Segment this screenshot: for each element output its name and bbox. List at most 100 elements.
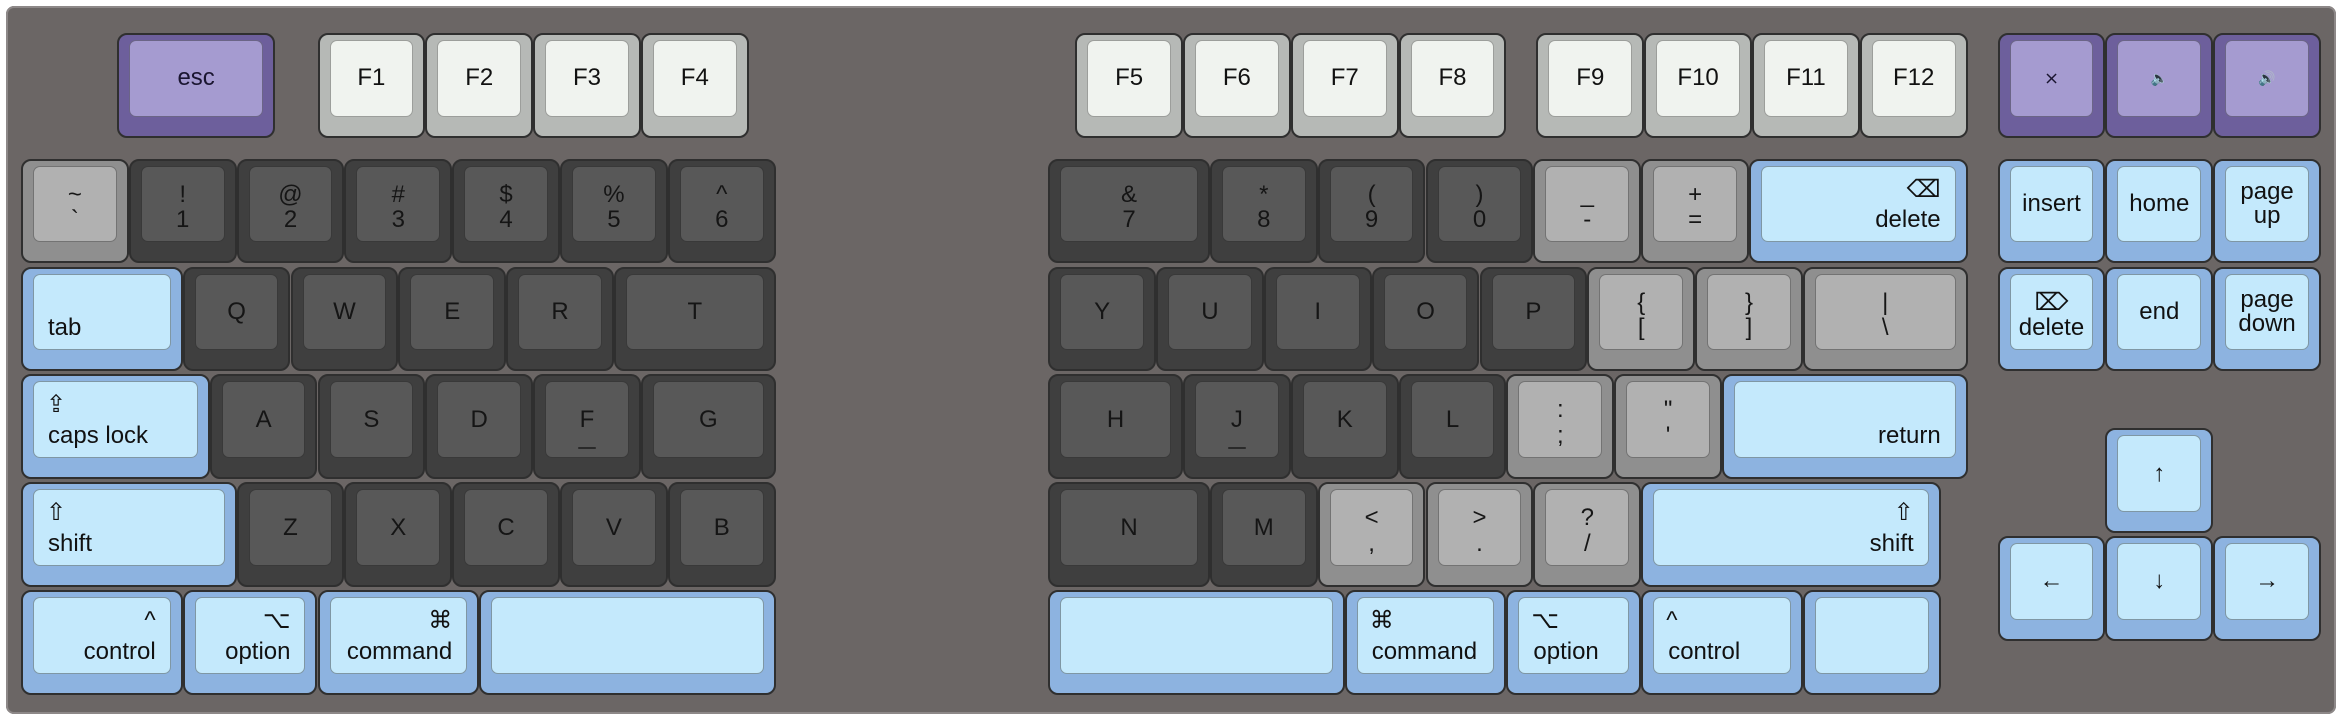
- key-backslash[interactable]: |\: [1802, 266, 1968, 372]
- key-label: return: [1877, 422, 1941, 450]
- key-f4[interactable]: F4: [640, 33, 749, 138]
- key-i[interactable]: I: [1263, 266, 1372, 372]
- key-left-command[interactable]: ⌘command: [317, 590, 480, 695]
- key-backspace[interactable]: ⌫delete: [1749, 158, 1968, 264]
- key-e[interactable]: E: [398, 266, 507, 372]
- key-z[interactable]: Z: [236, 482, 345, 587]
- key-1[interactable]: !1: [128, 158, 237, 264]
- key-h[interactable]: H: [1048, 374, 1183, 480]
- key-left-option[interactable]: ⌥option: [182, 590, 318, 695]
- key-f8[interactable]: F8: [1398, 33, 1507, 138]
- key-8[interactable]: *8: [1209, 158, 1318, 264]
- volume-down-icon: 🔈: [2150, 70, 2168, 87]
- key-f7[interactable]: F7: [1290, 33, 1399, 138]
- key-p[interactable]: P: [1479, 266, 1588, 372]
- key-forward-delete[interactable]: ⌦delete: [1997, 266, 2106, 372]
- key-arrow-up[interactable]: ↑: [2105, 428, 2214, 534]
- key-label: insert: [2022, 190, 2081, 218]
- key-shift-label: <: [1364, 504, 1379, 532]
- key-f5[interactable]: F5: [1075, 33, 1183, 138]
- key-b[interactable]: B: [667, 482, 776, 587]
- key-f2[interactable]: F2: [425, 33, 534, 138]
- key-label: W: [333, 297, 356, 325]
- key-3[interactable]: #3: [344, 158, 453, 264]
- key-w[interactable]: W: [290, 266, 399, 372]
- key-0[interactable]: )0: [1425, 158, 1534, 264]
- key-f[interactable]: F: [533, 374, 641, 480]
- key-left-control[interactable]: ^control: [21, 590, 183, 695]
- key-9[interactable]: (9: [1317, 158, 1426, 264]
- key-insert[interactable]: insert: [1997, 158, 2106, 264]
- key-f9[interactable]: F9: [1536, 33, 1645, 138]
- key-return[interactable]: return: [1722, 374, 1968, 480]
- key-shift-label: ): [1475, 180, 1484, 208]
- key-7[interactable]: &7: [1048, 158, 1210, 264]
- key-page-down[interactable]: page down: [2213, 266, 2321, 372]
- option-icon: ⌥: [1531, 607, 1560, 634]
- key-v[interactable]: V: [560, 482, 668, 587]
- key-shift-label: +: [1688, 180, 1703, 208]
- key-l[interactable]: L: [1398, 374, 1507, 480]
- key-a[interactable]: A: [209, 374, 318, 480]
- key-arrow-left[interactable]: ←: [1997, 536, 2106, 641]
- key-home[interactable]: home: [2105, 158, 2214, 264]
- key-slash[interactable]: ?/: [1533, 482, 1642, 587]
- key-4[interactable]: $4: [452, 158, 560, 264]
- key-6[interactable]: ^6: [667, 158, 776, 264]
- key-g[interactable]: G: [640, 374, 776, 480]
- key-left-space[interactable]: [479, 590, 776, 695]
- key-right-space[interactable]: [1048, 590, 1345, 695]
- key-page-up[interactable]: page up: [2213, 158, 2321, 264]
- key-2[interactable]: @2: [236, 158, 345, 264]
- key-arrow-down[interactable]: ↓: [2105, 536, 2214, 641]
- key-j[interactable]: J: [1183, 374, 1291, 480]
- key-label: A: [255, 405, 272, 433]
- key-u[interactable]: U: [1156, 266, 1264, 372]
- key-m[interactable]: M: [1209, 482, 1318, 587]
- key-right-option[interactable]: ⌥option: [1506, 590, 1642, 695]
- key-f3[interactable]: F3: [533, 33, 641, 138]
- key-r[interactable]: R: [506, 266, 614, 372]
- key-left-shift[interactable]: ⇧shift: [21, 482, 237, 587]
- key-q[interactable]: Q: [182, 266, 291, 372]
- key-backtick[interactable]: ~`: [21, 158, 129, 264]
- key-quote[interactable]: "': [1614, 374, 1722, 480]
- key-f12[interactable]: F12: [1859, 33, 1968, 138]
- key-comma[interactable]: <,: [1317, 482, 1426, 587]
- key-blank[interactable]: [1802, 590, 1941, 695]
- key-left-bracket[interactable]: {[: [1587, 266, 1696, 372]
- key-y[interactable]: Y: [1048, 266, 1156, 372]
- key-o[interactable]: O: [1371, 266, 1480, 372]
- key-tab[interactable]: tab: [21, 266, 183, 372]
- key-f10[interactable]: F10: [1644, 33, 1752, 138]
- key-f1[interactable]: F1: [317, 33, 426, 138]
- key-mute[interactable]: ⨯: [1997, 33, 2106, 138]
- key-label: page down: [2238, 285, 2296, 337]
- key-equals[interactable]: +=: [1641, 158, 1749, 264]
- key-5[interactable]: %5: [560, 158, 668, 264]
- key-right-control[interactable]: ^control: [1641, 590, 1803, 695]
- key-f11[interactable]: F11: [1752, 33, 1860, 138]
- key-right-shift[interactable]: ⇧shift: [1641, 482, 1941, 587]
- key-minus[interactable]: _-: [1533, 158, 1642, 264]
- key-f6[interactable]: F6: [1183, 33, 1291, 138]
- key-s[interactable]: S: [317, 374, 426, 480]
- key-volume-up[interactable]: 🔊: [2213, 33, 2321, 138]
- key-end[interactable]: end: [2105, 266, 2214, 372]
- key-x[interactable]: X: [344, 482, 453, 587]
- key-n[interactable]: N: [1048, 482, 1210, 587]
- key-period[interactable]: >.: [1425, 482, 1534, 587]
- key-volume-down[interactable]: 🔈: [2105, 33, 2214, 138]
- key-right-bracket[interactable]: }]: [1695, 266, 1803, 372]
- key-d[interactable]: D: [425, 374, 534, 480]
- key-arrow-right[interactable]: →: [2213, 536, 2321, 641]
- key-esc[interactable]: esc: [116, 33, 276, 138]
- key-k[interactable]: K: [1290, 374, 1399, 480]
- key-semicolon[interactable]: :;: [1506, 374, 1615, 480]
- key-c[interactable]: C: [452, 482, 560, 587]
- key-label: N: [1120, 513, 1138, 541]
- keyboard-layout: esc F1 F2 F3 F4 F5 F6 F7 F8 F9 F10 F11 F…: [6, 6, 2336, 714]
- key-t[interactable]: T: [614, 266, 776, 372]
- key-caps-lock[interactable]: ⇪caps lock: [21, 374, 210, 480]
- key-right-command[interactable]: ⌘command: [1344, 590, 1507, 695]
